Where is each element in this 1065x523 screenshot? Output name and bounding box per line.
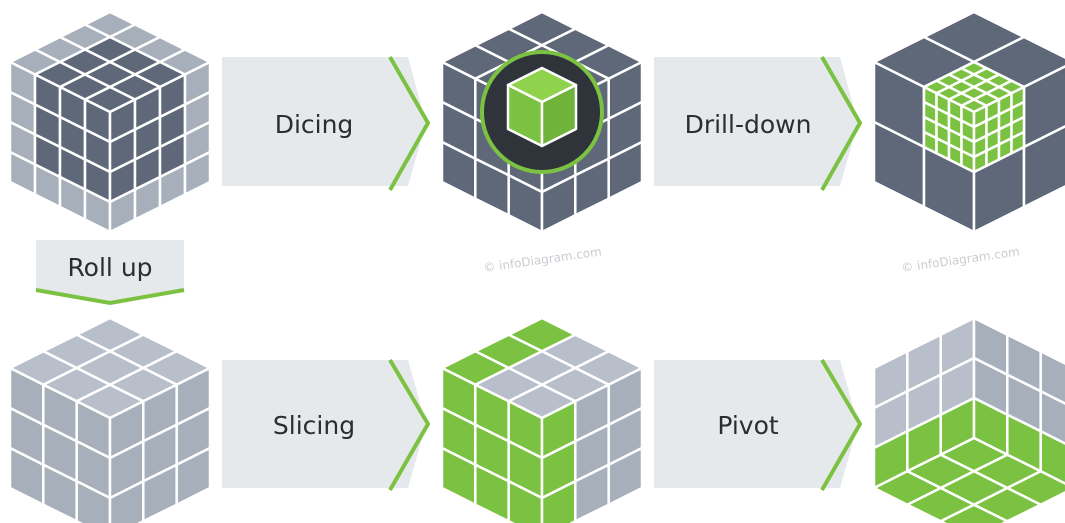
diced-subcube xyxy=(506,66,578,148)
cube-cell xyxy=(540,83,578,148)
drill-down-cube xyxy=(872,10,1065,234)
rolled-up-cube xyxy=(8,316,212,523)
watermark-1: © infoDiagram.com xyxy=(482,245,602,275)
dicing-cube xyxy=(440,10,644,234)
cube-cell xyxy=(507,480,544,523)
roll-up-label: Roll up xyxy=(67,253,152,282)
cube-cell xyxy=(175,446,212,506)
cube-cell xyxy=(1010,130,1026,155)
pivot-label: Pivot xyxy=(717,411,779,440)
cube-cell xyxy=(607,446,644,506)
cube-cell xyxy=(939,503,1009,523)
drill-down-arrow: Drill-down xyxy=(654,56,863,191)
slicing-label: Slicing xyxy=(273,411,355,440)
watermark-2: © infoDiagram.com xyxy=(900,245,1020,275)
slicing-cube xyxy=(440,316,644,523)
cube-cell xyxy=(1022,125,1065,209)
drill-down-label: Drill-down xyxy=(685,110,812,139)
cube-cell xyxy=(1039,390,1065,445)
cube-cell xyxy=(1039,430,1065,485)
cube-cell xyxy=(183,150,212,196)
slicing-arrow: Slicing xyxy=(222,358,431,491)
cube-cell xyxy=(1039,350,1065,405)
dicing-label: Dicing xyxy=(275,110,354,139)
pivot-arrow: Pivot xyxy=(654,358,863,491)
pivot-cube xyxy=(872,316,1065,523)
rollup-source-cube xyxy=(8,10,212,234)
roll-up-arrow: Roll up xyxy=(35,240,185,306)
cube-cell xyxy=(607,140,644,200)
cube-cell xyxy=(75,480,112,523)
drilled-subcube xyxy=(922,60,1026,174)
dicing-arrow: Dicing xyxy=(222,56,431,191)
